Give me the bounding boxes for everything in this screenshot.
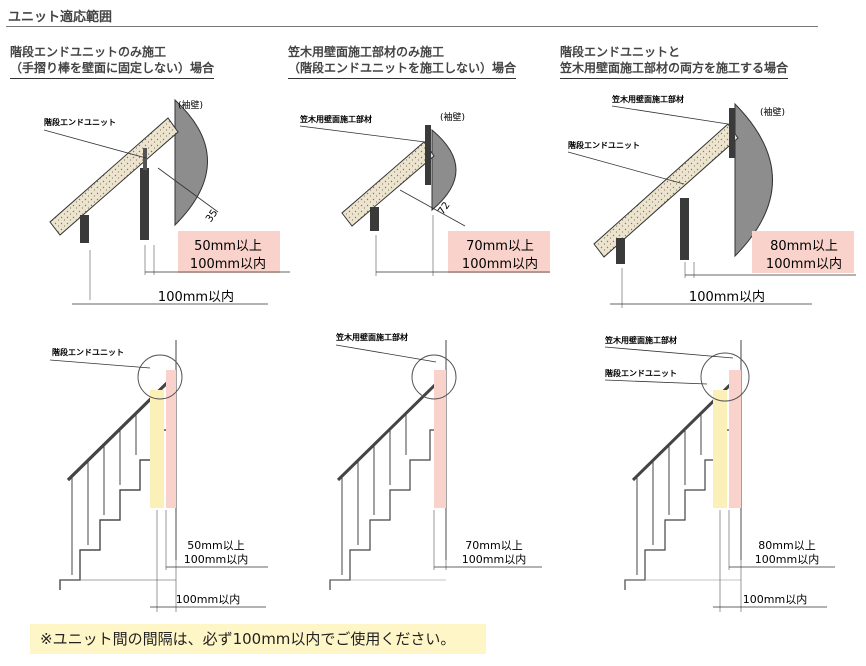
- range-min: 80mm以上: [770, 239, 838, 254]
- column-1-heading-line2: （手摺り棒を壁面に固定しない）場合: [10, 61, 215, 75]
- handrail-section: [49, 117, 179, 236]
- page-title: ユニット適応範囲: [8, 10, 113, 25]
- diagram-canvas: (袖壁) 階段エンドユニット 35 50mm以上 100mm以内 100mm以内…: [43, 94, 856, 612]
- column-1-heading: 階段エンドユニットのみ施工 （手摺り棒を壁面に固定しない）場合: [10, 44, 215, 79]
- wall-unit-highlight: [434, 370, 446, 508]
- column-2-lower-diagram: 笠木用壁面施工部材 70mm以上 100mm以内: [328, 332, 542, 592]
- column-1-upper-diagram: (袖壁) 階段エンドユニット 35 50mm以上 100mm以内 100mm以内: [43, 98, 290, 305]
- callout-leader: [299, 125, 426, 143]
- range-highlight: [448, 231, 550, 273]
- lower-range-max: 100mm以内: [755, 552, 819, 566]
- callout-leader: [335, 344, 437, 363]
- column-2-upper-diagram: (袖壁) 笠木用壁面施工部材 72 70mm以上 100mm以内: [299, 111, 550, 276]
- lower-gap-dimension-value: 100mm以内: [176, 592, 240, 606]
- range-highlight: [752, 231, 854, 273]
- angle-dimension-line: [399, 189, 466, 227]
- lower-range-max: 100mm以内: [184, 552, 248, 566]
- lower-range-min: 50mm以上: [187, 539, 244, 552]
- column-2-heading: 笠木用壁面施工部材のみ施工 （階段エンドユニットを施工しない）場合: [288, 44, 517, 79]
- detail-circle: [137, 354, 183, 400]
- column-2-heading-line2: （階段エンドユニットを施工しない）場合: [288, 61, 517, 75]
- range-max: 100mm以内: [190, 256, 266, 272]
- callout-label: 笠木用壁面施工部材: [335, 332, 408, 342]
- detail-circle: [411, 354, 457, 400]
- handrail-section: [341, 141, 435, 227]
- lower-gap-dimension-value: 100mm以内: [743, 592, 807, 606]
- range-highlight: [178, 231, 280, 273]
- wall-label: (袖壁): [440, 111, 465, 123]
- callout-label: 笠木用壁面施工部材: [299, 114, 372, 124]
- detail-circle: [700, 352, 750, 402]
- wall-unit-highlight: [166, 370, 176, 508]
- callout-label: 階段エンドユニット: [568, 140, 640, 150]
- title-divider: [6, 26, 818, 27]
- callout-leader: [604, 346, 734, 359]
- support-bracket-left: [616, 238, 625, 264]
- callout-label: 階段エンドユニット: [52, 347, 124, 357]
- handrail-section: [593, 123, 739, 258]
- column-3-heading-line1: 階段エンドユニットと: [560, 45, 681, 59]
- range-min: 50mm以上: [194, 239, 262, 254]
- column-3-heading: 階段エンドユニットと 笠木用壁面施工部材の両方を施工する場合: [560, 44, 789, 79]
- footnote: ※ユニット間の間隔は、必ず100mm以内でご使用ください。: [30, 624, 486, 654]
- wall-mount-bracket: [729, 108, 735, 158]
- wall-label: (袖壁): [178, 99, 203, 111]
- stair-end-unit-post: [140, 168, 149, 240]
- stair-end-unit-post: [680, 198, 689, 260]
- range-max: 100mm以内: [766, 256, 842, 272]
- wall-label: (袖壁): [760, 106, 785, 118]
- sleeve-wall-shape: [431, 128, 457, 212]
- lower-range-max: 100mm以内: [462, 552, 526, 566]
- support-bracket-left: [370, 207, 379, 231]
- column-1-heading-line1: 階段エンドユニットのみ施工: [10, 45, 167, 59]
- stair-end-unit-joint: [143, 148, 147, 170]
- callout-label: 笠木用壁面施工部材: [611, 94, 684, 104]
- sleeve-wall-shape: [734, 102, 773, 258]
- stair-end-unit-highlight: [713, 390, 727, 508]
- column-1-lower-diagram: 階段エンドユニット 50mm以上 100mm以内 100mm以内: [49, 338, 268, 612]
- column-3-lower-diagram: 笠木用壁面施工部材 階段エンドユニット 80mm以上 100mm以内 100mm…: [604, 335, 835, 612]
- callout-label: 階段エンドユニット: [605, 368, 677, 378]
- callout-label: 笠木用壁面施工部材: [604, 335, 677, 345]
- callout-leader: [604, 379, 708, 385]
- callout-leader: [43, 129, 147, 159]
- callout-label: 階段エンドユニット: [44, 117, 116, 127]
- lower-range-min: 80mm以上: [758, 539, 815, 552]
- range-max: 100mm以内: [462, 256, 538, 272]
- sleeve-wall-shape: [174, 98, 208, 227]
- angle-dimension-line: [157, 167, 219, 213]
- column-2-heading-line1: 笠木用壁面施工部材のみ施工: [288, 45, 445, 59]
- stair-end-unit-highlight: [150, 390, 164, 508]
- gap-dimension-value: 100mm以内: [689, 289, 765, 305]
- range-min: 70mm以上: [466, 239, 534, 254]
- support-bracket-left: [80, 215, 89, 243]
- callout-leader: [611, 105, 729, 125]
- callout-leader: [49, 359, 151, 369]
- callout-leader: [567, 151, 685, 185]
- lower-range-min: 70mm以上: [465, 539, 522, 552]
- wall-mount-bracket: [425, 125, 431, 185]
- gap-dimension-value: 100mm以内: [158, 289, 234, 305]
- column-3-heading-line2: 笠木用壁面施工部材の両方を施工する場合: [560, 61, 789, 75]
- angle-dimension-value: 35: [204, 208, 220, 225]
- wall-unit-highlight: [729, 370, 741, 508]
- column-3-upper-diagram: (袖壁) 笠木用壁面施工部材 階段エンドユニット 80mm以上 100mm以内 …: [567, 94, 856, 308]
